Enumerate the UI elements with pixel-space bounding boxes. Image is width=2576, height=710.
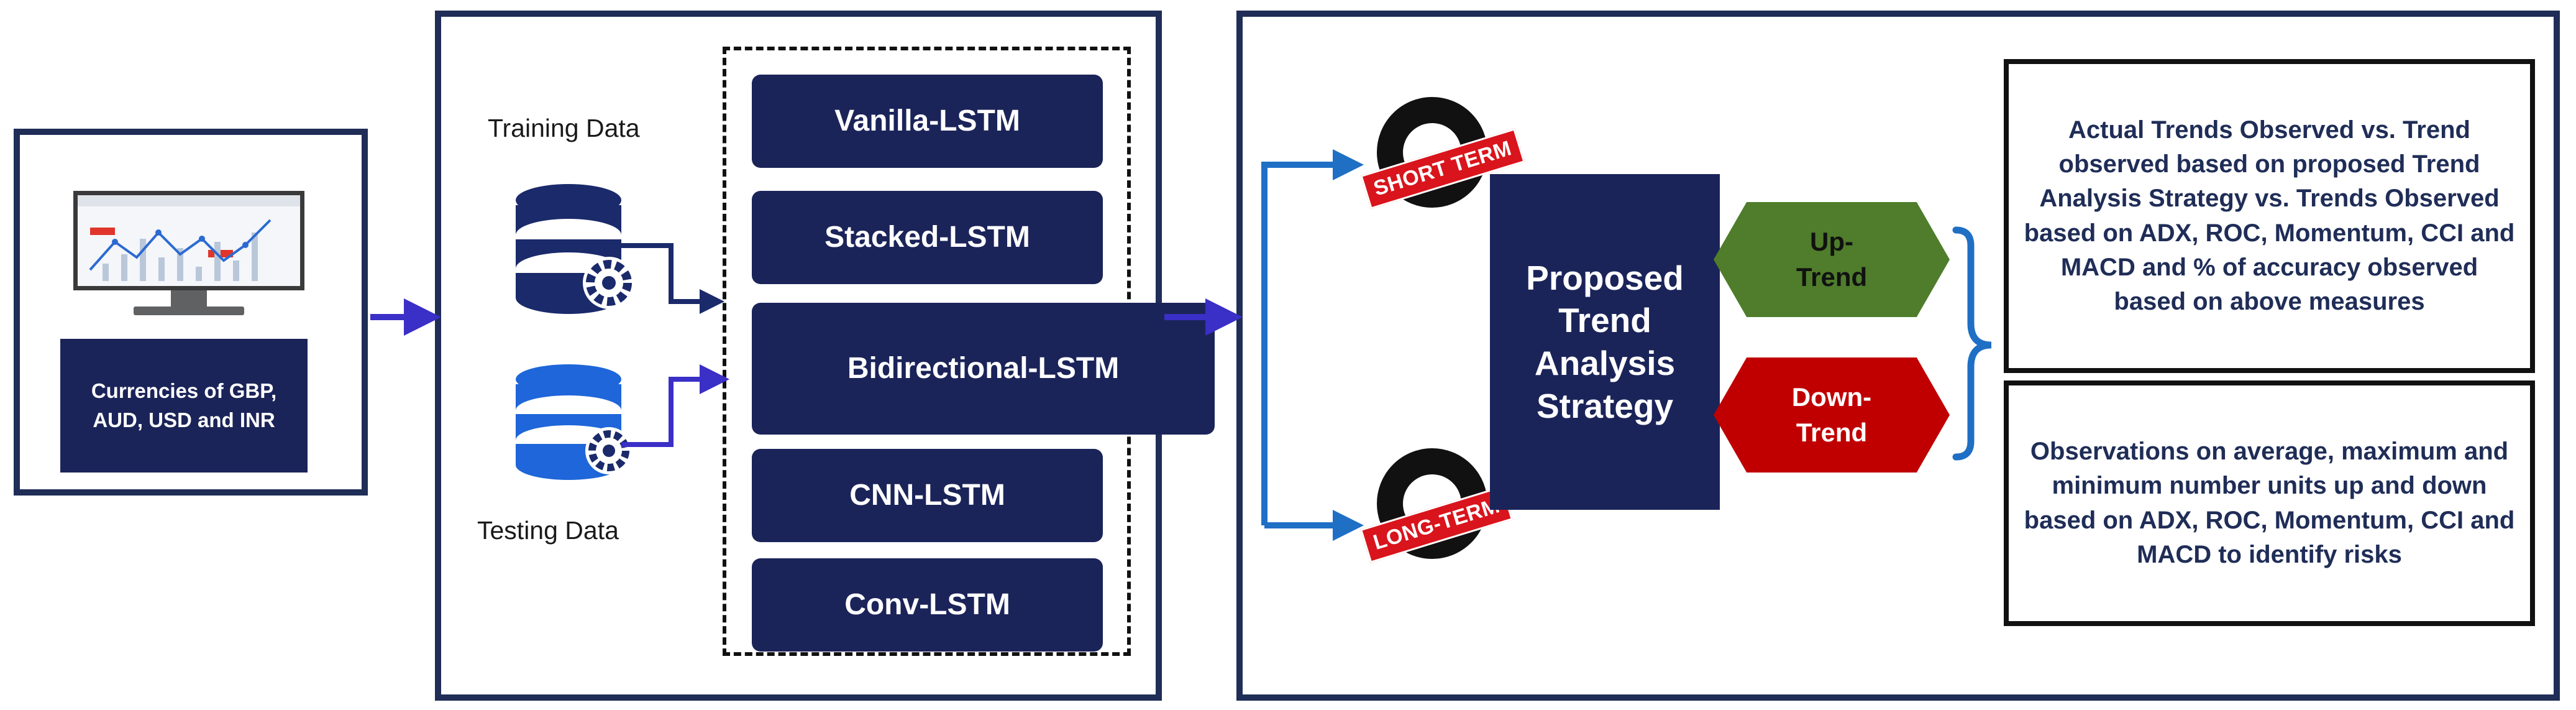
monitor-stand: [171, 290, 207, 308]
model-vanilla-lstm: Vanilla-LSTM: [752, 75, 1103, 168]
result-box-accuracy: Actual Trends Observed vs. Trend observe…: [2004, 59, 2535, 373]
training-data-label: Training Data: [488, 114, 640, 142]
model-stacked-lstm: Stacked-LSTM: [752, 191, 1103, 284]
arrow-branch-short-term: [1261, 149, 1364, 525]
training-database-icon: [516, 184, 635, 314]
line-chart-icon: [78, 195, 300, 281]
model-cnn-lstm: CNN-LSTM: [752, 449, 1103, 542]
model-conv-lstm: Conv-LSTM: [752, 558, 1103, 652]
trend-strategy-box: Proposed Trend Analysis Strategy: [1490, 174, 1720, 510]
currency-box: Currencies of GBP, AUD, USD and INR: [60, 339, 308, 473]
curly-brace: [1952, 226, 1992, 461]
monitor-base: [134, 307, 244, 315]
testing-data-label: Testing Data: [477, 516, 619, 545]
result-box-risk: Observations on average, maximum and min…: [2004, 380, 2535, 626]
down-trend-hexagon: Down-Trend: [1714, 357, 1950, 473]
up-trend-label: Up-Trend: [1796, 226, 1868, 292]
arrow-testing-to-models: [621, 364, 729, 447]
up-trend-hexagon: Up-Trend: [1714, 202, 1950, 317]
model-bidirectional-lstm: Bidirectional-LSTM: [752, 303, 1215, 435]
arrow-training-to-models: [621, 243, 724, 314]
chart-monitor-icon: [73, 191, 304, 290]
testing-database-icon: [516, 364, 633, 480]
down-trend-label: Down-Trend: [1791, 382, 1872, 447]
